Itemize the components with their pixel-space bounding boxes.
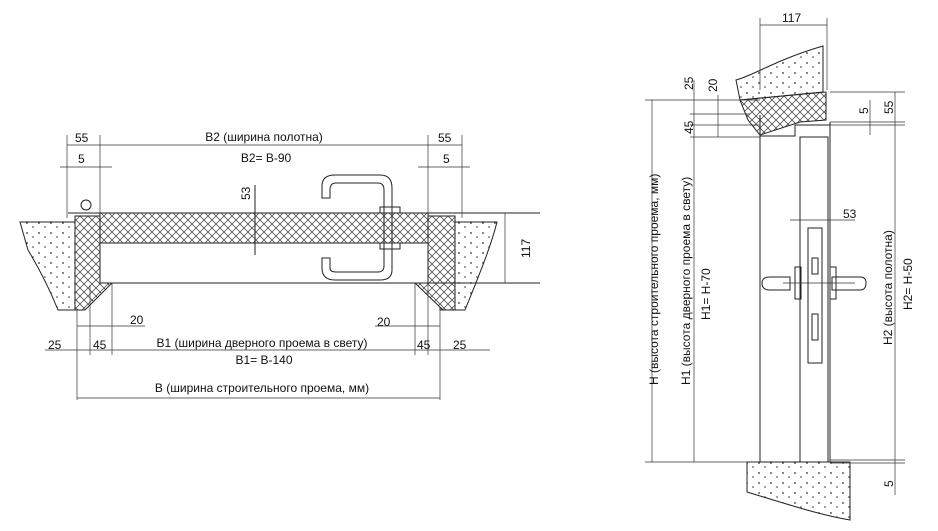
door-leaf-section [799, 136, 829, 463]
b-label: В (ширина строительного проема, мм) [155, 381, 369, 395]
b2-formula: В2= В-90 [241, 151, 292, 165]
sec-dim-53: 53 [843, 207, 857, 221]
door-leaf [99, 212, 429, 244]
sec-dim-25: 25 [682, 76, 696, 90]
h1-formula: Н1= Н-70 [699, 268, 713, 320]
sec-dim-117: 117 [782, 11, 801, 25]
h2-label: Н2 (высота полотна) [881, 230, 895, 345]
frame-top [739, 91, 827, 136]
lock-plate [807, 227, 823, 364]
dim-25-right: 25 [453, 338, 467, 352]
sec-dim-55: 55 [882, 100, 896, 114]
b1-formula: В1= В-140 [235, 353, 292, 367]
b1-label: В1 (ширина дверного проема в свету) [157, 336, 368, 350]
sec-dim-5-bottom: 5 [882, 480, 896, 487]
dim-117: 117 [519, 239, 533, 258]
plan-view: 55 55 В2 (ширина полотна) В2= В-90 5 5 5… [19, 130, 540, 400]
sec-dim-5-top: 5 [857, 107, 871, 114]
wall-top [735, 45, 824, 101]
dim-55-left: 55 [75, 131, 89, 145]
sec-dim-20: 20 [706, 78, 720, 92]
dim-55-right: 55 [438, 131, 452, 145]
h1-label: Н1 (высота дверного проема в свету) [679, 177, 693, 385]
dim-5-right: 5 [443, 152, 450, 166]
door-handle [321, 174, 401, 281]
wall-left [19, 221, 76, 311]
dim-25-left: 25 [48, 338, 62, 352]
dim-45-right: 45 [417, 338, 431, 352]
h-label: Н (высота строительного проема, мм) [647, 174, 661, 385]
sec-dim-45: 45 [682, 120, 696, 134]
dim-45-left: 45 [93, 338, 107, 352]
dim-5-left: 5 [78, 152, 85, 166]
dim-20-right: 20 [377, 315, 391, 329]
wall-bottom [746, 461, 851, 521]
hinge-icon [80, 199, 92, 211]
b2-label: В2 (ширина полотна) [205, 130, 323, 144]
dim-53: 53 [239, 186, 253, 200]
section-view: 117 25 20 45 5 55 53 5 Н (высота строите… [645, 11, 915, 521]
h2-formula: Н2= Н-50 [901, 258, 915, 310]
dim-20-left: 20 [130, 313, 144, 327]
door-handle-section [761, 276, 867, 291]
